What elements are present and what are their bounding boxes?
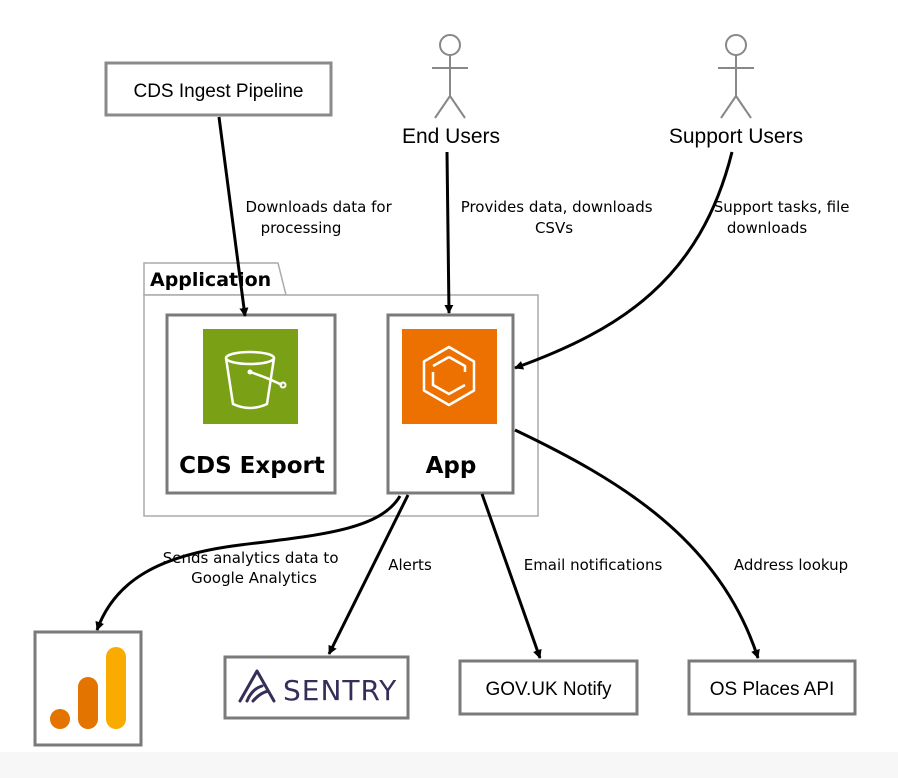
node-app[interactable]: App: [386, 313, 515, 495]
package-label: Application: [150, 269, 271, 291]
node-google-analytics[interactable]: [33, 630, 143, 747]
edge-label-analytics: Sends analytics data to Google Analytics: [163, 549, 344, 587]
edge-label-end-users: Provides data, downloads CSVs: [461, 198, 658, 237]
node-cds-ingest-pipeline[interactable]: CDS Ingest Pipeline: [104, 61, 333, 117]
edge-label-address: Address lookup: [734, 556, 848, 574]
node-label: CDS Ingest Pipeline: [133, 81, 303, 102]
bottom-strip: [0, 752, 898, 778]
node-os-places-api[interactable]: OS Places API: [687, 659, 857, 716]
edge-app-to-os: [514, 428, 760, 659]
person-icon: [718, 34, 754, 119]
edge-end-users-to-app: [444, 151, 454, 314]
edge-app-to-sentry: [327, 494, 410, 655]
component-label: CDS Export: [179, 453, 325, 479]
node-label: OS Places API: [710, 679, 835, 700]
edge-label-support: Support tasks, file downloads: [714, 198, 855, 237]
s3-bucket-icon: [203, 329, 298, 424]
edge-ingest-to-export: [217, 116, 249, 317]
ecs-container-icon: [402, 329, 497, 424]
actor-label: Support Users: [669, 125, 803, 148]
actor-label: End Users: [402, 125, 500, 148]
edge-app-to-ga: [95, 495, 402, 631]
edge-support-to-app: [514, 151, 734, 370]
node-govuk-notify[interactable]: GOV.UK Notify: [458, 659, 639, 716]
node-sentry[interactable]: SENTRY: [223, 655, 410, 720]
sentry-logo: SENTRY: [238, 669, 397, 707]
google-analytics-logo: [50, 647, 126, 729]
edge-label-alerts: Alerts: [388, 556, 432, 574]
edge-label-ingest: Downloads data for processing: [245, 198, 396, 237]
node-label: GOV.UK Notify: [485, 679, 612, 700]
actor-support-users[interactable]: Support Users: [669, 34, 803, 148]
actor-end-users[interactable]: End Users: [402, 34, 500, 148]
node-cds-export[interactable]: CDS Export: [165, 313, 337, 495]
person-icon: [432, 34, 468, 119]
sentry-wordmark: SENTRY: [283, 674, 397, 707]
component-label: App: [426, 453, 477, 479]
edge-label-email: Email notifications: [524, 556, 663, 574]
edge-app-to-notify: [480, 493, 542, 659]
